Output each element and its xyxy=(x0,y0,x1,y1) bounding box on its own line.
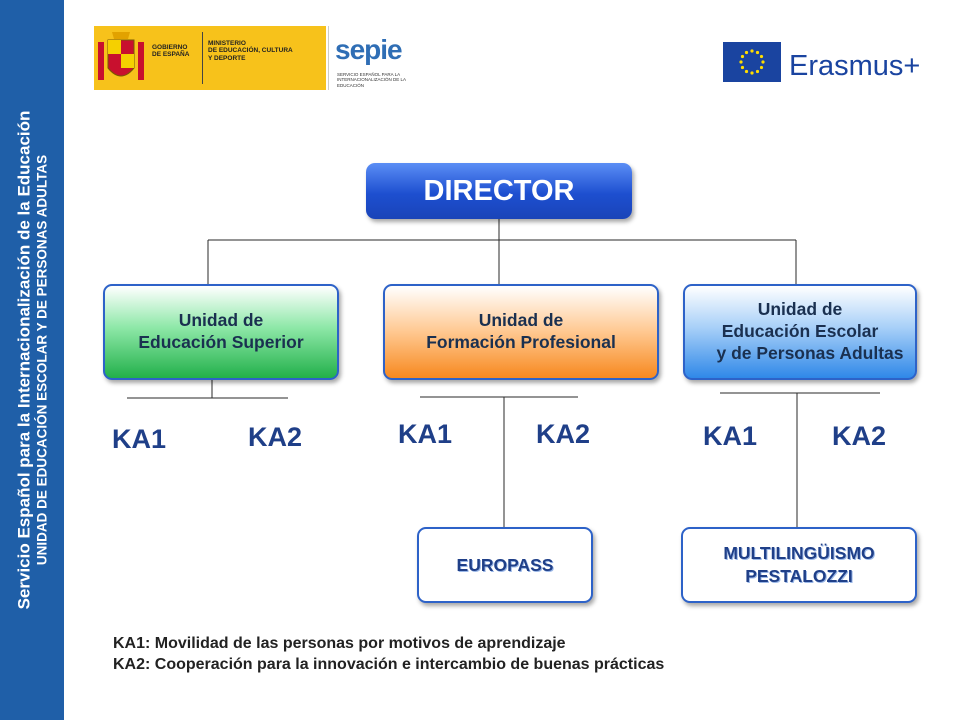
legend-ka1: KA1: Movilidad de las personas por motiv… xyxy=(113,635,566,652)
unit-label: Unidad de xyxy=(478,310,564,331)
program-label: PESTALOZZI xyxy=(745,566,853,586)
ka1-label: KA1 xyxy=(703,421,758,451)
legend: KA1: Movilidad de las personas por motiv… xyxy=(113,633,713,675)
ka2-label: KA2 xyxy=(832,421,887,451)
eu-star-icon xyxy=(755,69,760,74)
ka2-label: KA2 xyxy=(248,422,303,452)
eu-star-icon xyxy=(750,49,754,53)
unit-label: y de Personas Adultas xyxy=(716,342,904,363)
eu-star-icon xyxy=(740,65,745,70)
unit-educacion-escolar: Unidad de Educación Escolar y de Persona… xyxy=(683,284,917,380)
eu-star-icon xyxy=(744,69,749,74)
gobierno-text: GOBIERNO DE ESPAÑA xyxy=(152,44,190,59)
director-box: DIRECTOR xyxy=(366,163,632,219)
eu-star-icon xyxy=(744,50,749,55)
sepie-wordmark: sepie xyxy=(335,34,403,65)
unit-label: Educación Superior xyxy=(138,332,304,352)
ka1-label: KA1 xyxy=(112,424,167,454)
eu-star-icon xyxy=(739,60,743,64)
gobierno-logo: GOBIERNO DE ESPAÑA MINISTERIO DE EDUCACI… xyxy=(94,26,326,90)
eu-flag-icon xyxy=(723,42,781,82)
logo-divider xyxy=(202,32,203,84)
unit-formacion-profesional: Unidad de Formación Profesional xyxy=(383,284,659,380)
sepie-logo: sepie SERVICIO ESPAÑOL PARA LA INTERNACI… xyxy=(328,26,433,90)
ministerio-text: MINISTERIO DE EDUCACIÓN, CULTURA Y DEPOR… xyxy=(208,40,293,62)
eu-star-icon xyxy=(761,60,765,64)
erasmus-logo: Erasmus+ xyxy=(789,50,921,82)
legend-ka2: KA2: Cooperación para la innovación e in… xyxy=(113,656,665,674)
unit-label: Educación Escolar xyxy=(721,321,879,342)
unit-label: Unidad de xyxy=(757,299,843,320)
spain-coat-of-arms-icon xyxy=(98,32,144,80)
program-label: MULTILINGÜISMO xyxy=(723,543,875,564)
eu-star-icon xyxy=(759,54,764,59)
eu-star-icon xyxy=(759,65,764,70)
eu-star-icon xyxy=(740,54,745,59)
unit-educacion-superior: Unidad de Educación Superior xyxy=(103,284,339,380)
eu-star-icon xyxy=(750,71,754,75)
sidebar: Servicio Español para la Internacionaliz… xyxy=(0,0,64,720)
ka2-label: KA2 xyxy=(536,419,591,449)
unit-label: Formación Profesional xyxy=(426,332,616,352)
multilinguismo-pestalozzi-box: MULTILINGÜISMO PESTALOZZI xyxy=(681,527,917,603)
eu-star-icon xyxy=(755,50,760,55)
europass-box: EUROPASS xyxy=(417,527,593,603)
sepie-subtitle: SERVICIO ESPAÑOL PARA LA INTERNACIONALIZ… xyxy=(337,72,406,88)
unit-label: Unidad de xyxy=(178,310,264,331)
ka1-label: KA1 xyxy=(398,419,453,449)
